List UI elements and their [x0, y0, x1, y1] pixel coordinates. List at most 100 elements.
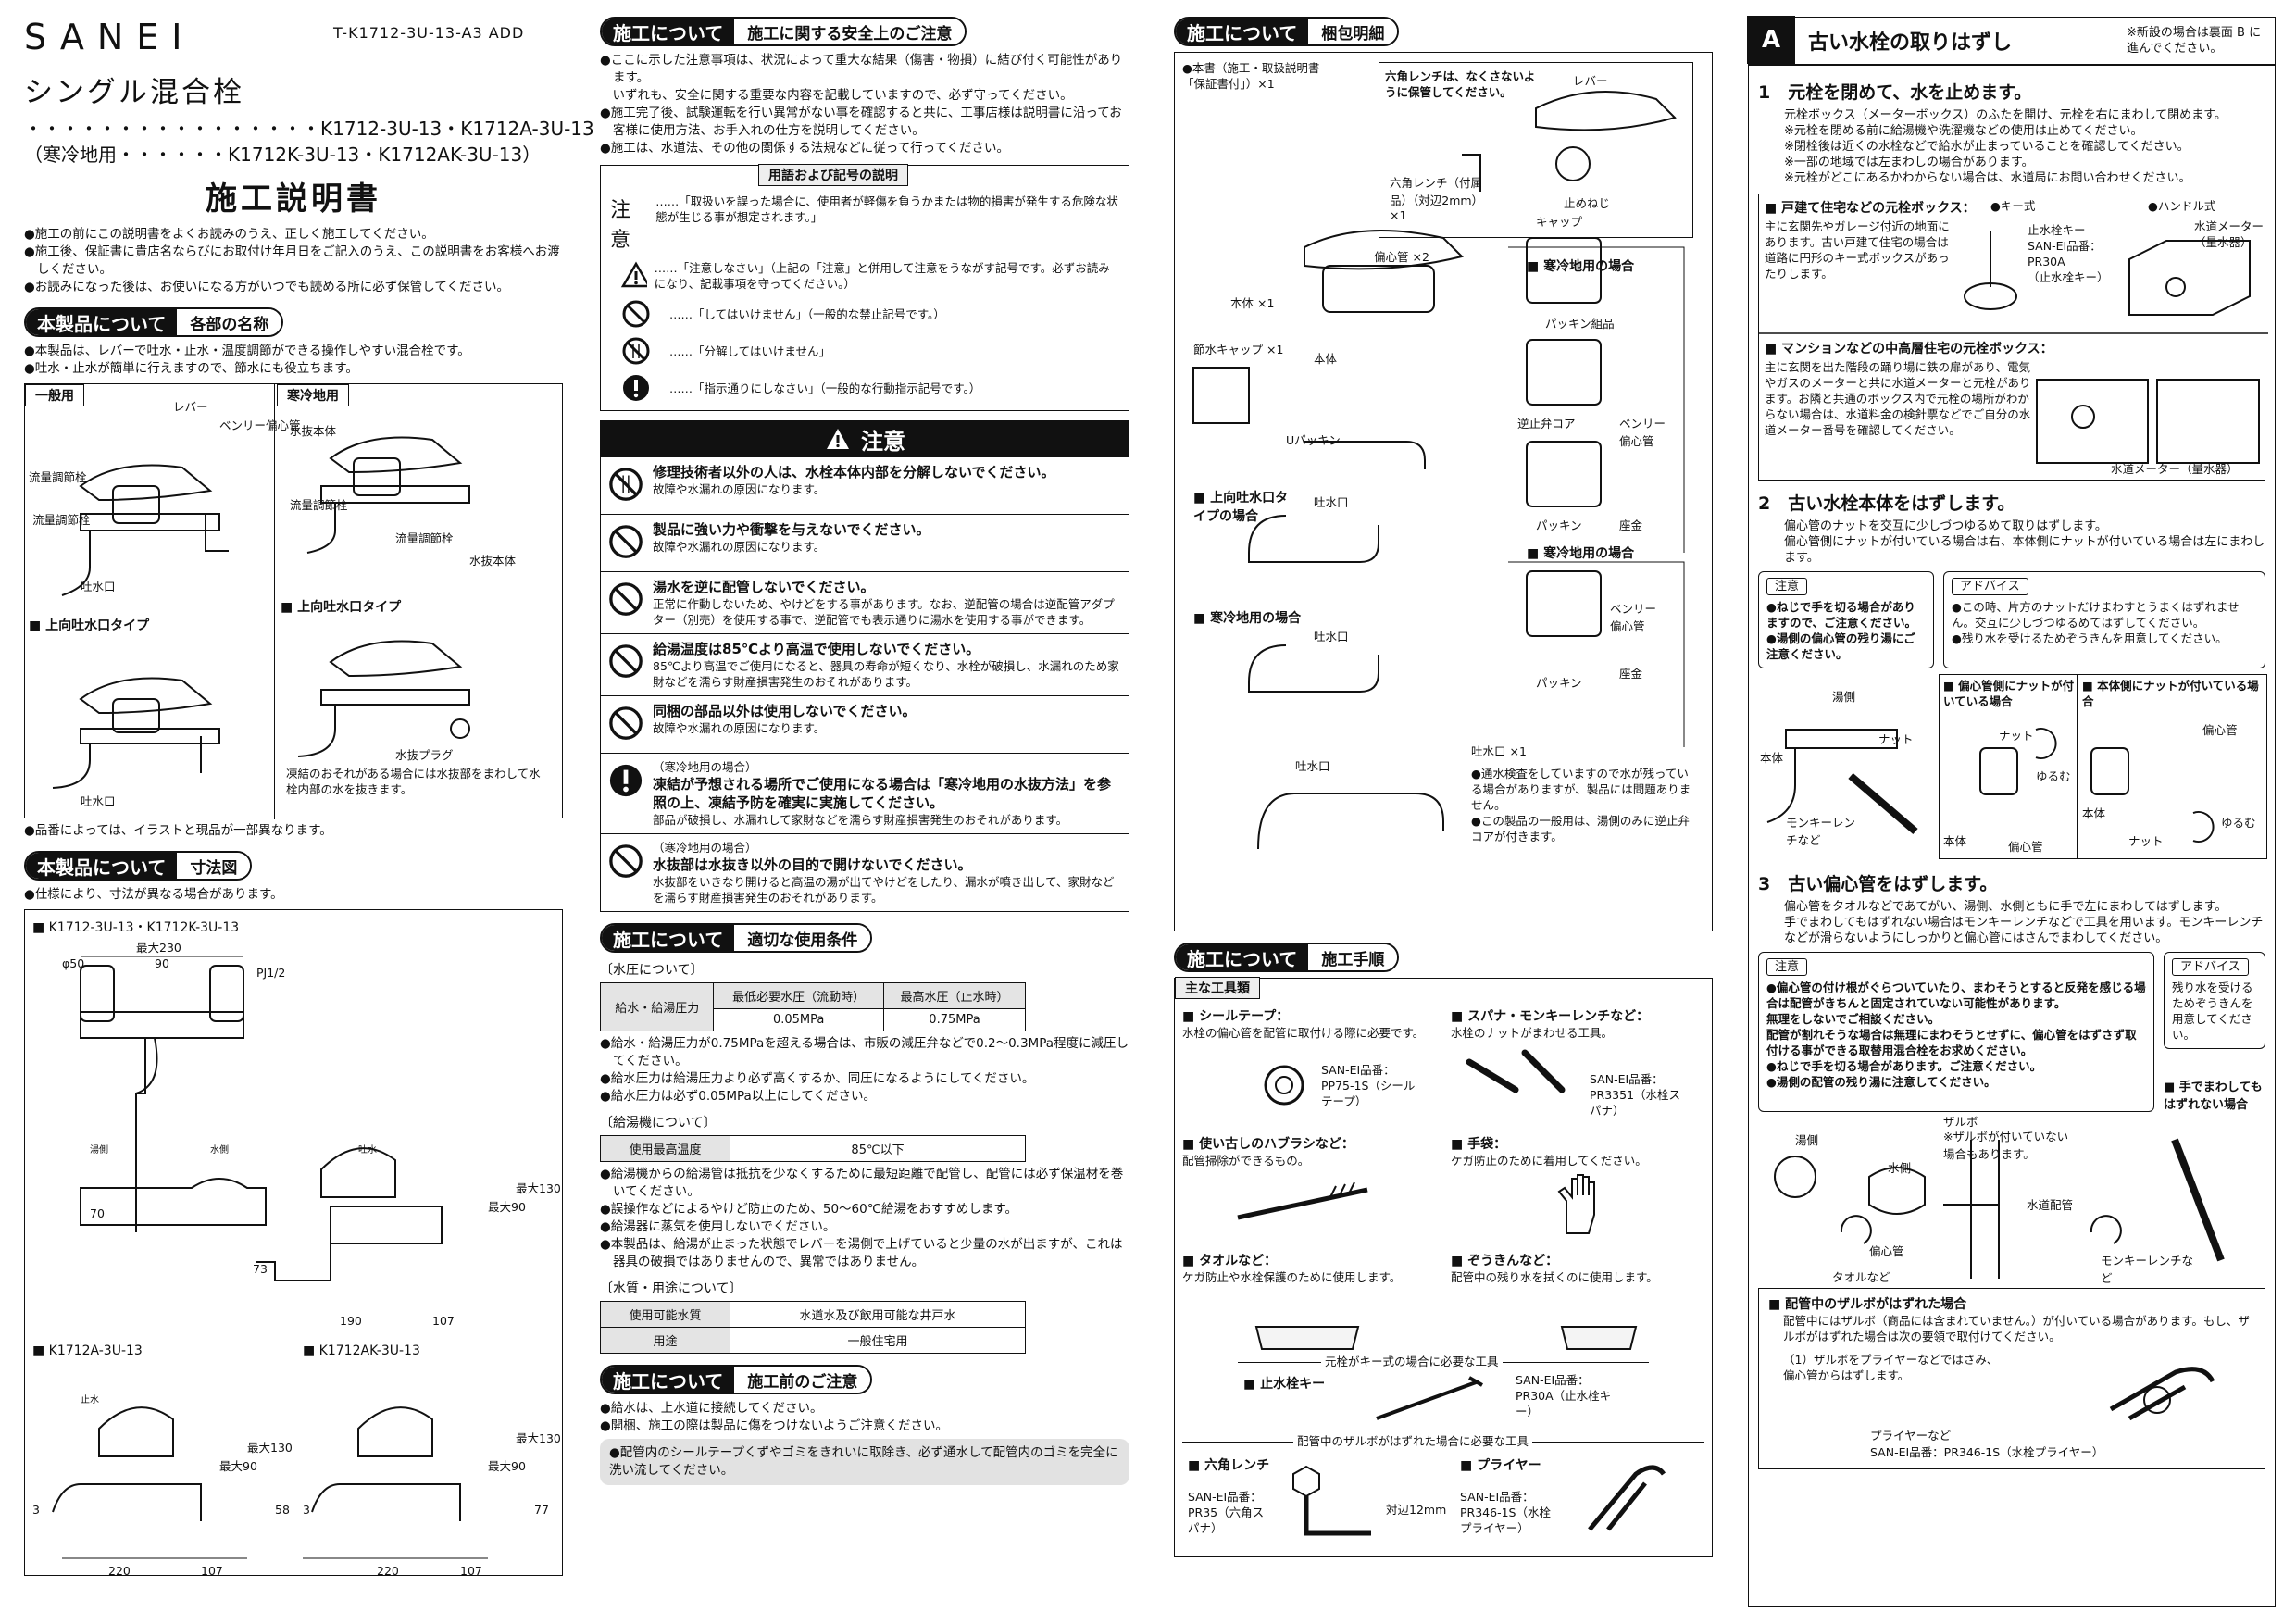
- prework-highlight: ●配管内のシールテープくずやゴミをきれいに取除き、必ず通水して配管内のゴミを完全…: [600, 1439, 1129, 1485]
- section-header-dimensions: 本製品について 寸法図: [24, 851, 253, 881]
- glove-icon: [1557, 1174, 1595, 1234]
- section-header-prework: 施工について 施工前のご注意: [600, 1365, 873, 1394]
- section-header-packing: 施工について 梱包明細: [1174, 17, 1400, 46]
- models-line-1: ・・・・・・・・・・・・・・・・K1712-3U-13・K1712A-3U-13: [24, 118, 594, 140]
- step-1-text: 元栓ボックス（メーターボックス）のふたを開け、元栓を右にまわして閉めます。 ※元…: [1784, 108, 2227, 185]
- caution-row: 湯水を逆に配管しないでください。正常に作動しないため、やけどをする事があります。…: [601, 571, 1129, 633]
- heater-notes: ●給湯機からの給湯管は抵抗を少なくするために最短距離で配管し、配管には必ず保温材…: [600, 1167, 1124, 1269]
- dimension-note: ●仕様により、寸法が異なる場合があります。: [24, 887, 283, 902]
- parts-note: ●品番によっては、イラストと現品が一部異なります。: [24, 823, 332, 838]
- tool-item: ■ ぞうきんなど： 配管中の残り水を拭くのに使用します。: [1451, 1251, 1704, 1362]
- intro-note: ●施工後、保証書に貴店名ならびにお取付け年月日をご記入のうえ、この説明書をお客様…: [24, 244, 560, 277]
- safety-bullets: ●ここに示した注意事項は、状況によって重大な結果（傷害・物損）に結び付く可能性が…: [600, 53, 1123, 156]
- prework-bullets: ●給水は、上水道に接続してください。 ●開梱、施工の際は製品に傷をつけないようご…: [600, 1401, 949, 1433]
- caution-header: 注意: [601, 421, 1129, 456]
- step-1-title: 1 元栓を閉めて、水を止めます。: [1758, 82, 2032, 103]
- legend-row: 注意 ……「取扱いを誤った場合に、使用者が軽傷を負うかまたは物的損害が発生する危…: [610, 194, 1118, 252]
- removal-header: A 古い水栓の取りはずし ※新設の場合は裏面 B に進んでください。: [1747, 16, 2275, 66]
- caution-row: （寒冷地用の場合）水抜部は水抜き以外の目的で開けないでください。水抜部をいきなり…: [601, 833, 1129, 911]
- section-letter: A: [1747, 16, 1795, 64]
- removal-title: 古い水栓の取りはずし: [1808, 31, 2013, 55]
- prohibited-icon: [609, 644, 643, 678]
- section-header-conditions: 施工について 適切な使用条件: [600, 923, 873, 953]
- instruction-icon: [609, 764, 643, 797]
- valve-box-figure: ■ 戸建て住宅などの元栓ボックス： 主に玄関先やガレージ付近の地面にあります。古…: [1758, 194, 2268, 481]
- legend-row: ……「指示通りにしなさい」（一般的な行動指示記号です。）: [610, 373, 1119, 403]
- step-2-title: 2 古い水栓本体をはずします。: [1758, 493, 2015, 514]
- step-2-figure: ■ 偏心管側にナットが付いている場合 ■ 本体側にナットが付いている場合 湯側 …: [1758, 674, 2267, 859]
- caution-row: 製品に強い力や衝撃を与えないでください。故障や水漏れの原因になります。: [601, 514, 1129, 571]
- parts-bullets: ●本製品は、レバーで吐水・止水・温度調節ができる操作しやすい混合栓です。 ●吐水…: [24, 344, 470, 376]
- product-name: シングル混合栓: [24, 76, 244, 109]
- parts-figure: 一般用 寒冷地用: [24, 383, 563, 819]
- tools-box: 主な工具類 ■ シールテープ： 水栓の偏心管を配管に取付ける際に必要です。 SA…: [1174, 977, 1713, 1557]
- caution-row: （寒冷地用の場合）凍結が予想される場所でご使用になる場合は「寒冷地用の水抜方法」…: [601, 753, 1129, 833]
- pliers-icon: [1588, 1465, 1666, 1531]
- legend-row: ……「分解してはいけません」: [610, 336, 1119, 366]
- caution-row: 給湯温度は85℃より高温で使用しないでください。85℃より高温でご使用になると、…: [601, 633, 1129, 695]
- column-4: A 古い水栓の取りはずし ※新設の場合は裏面 B に進んでください。 1 元栓を…: [1747, 16, 2276, 1607]
- step-3-illustrations: [1774, 1138, 2225, 1279]
- caution-row: 同梱の部品以外は使用しないでください。故障や水漏れの原因になります。: [601, 695, 1129, 753]
- key-tool-group: 元栓がキー式の場合に必要な工具 ■ 止水栓キー SAN-EI品番：PR30A（止…: [1238, 1354, 1649, 1442]
- no-disassemble-icon: [622, 337, 650, 365]
- section-header-procedure: 施工について 施工手順: [1174, 943, 1400, 972]
- shutoff-key-icon: [1376, 1376, 1483, 1420]
- zarubo-box: ■ 配管中のザルボがはずれた場合 配管中にはザルボ（商品には含まれていません。）…: [1758, 1288, 2265, 1469]
- tools-tag: 主な工具類: [1175, 977, 1260, 999]
- advice-box: アドバイス ●この時、片方のナットだけまわすとうまくはずれません。交互に少しづつ…: [1943, 571, 2265, 668]
- instruction-icon: [623, 375, 649, 401]
- legend-row: ……「してはいけません」（一般的な禁止記号です。）: [610, 299, 1119, 329]
- faucet-illustrations: [52, 436, 470, 789]
- intro-note: ●お読みになった後は、お使いになる方がいつでも読める所に必ず保管してください。: [24, 280, 509, 294]
- quality-table: 使用可能水質水道水及び飲用可能な井戸水 用途一般住宅用: [600, 1301, 1026, 1354]
- step-3-figure: 湯側 ザルボ ※ザルボが付いていない場合もあります。 水側 水道配管 偏心管 タ…: [1758, 1112, 2265, 1288]
- models-line-2: （寒冷地用・・・・・・K1712K-3U-13・K1712AK-3U-13）: [24, 144, 542, 166]
- removal-section: A 古い水栓の取りはずし ※新設の場合は裏面 B に進んでください。 1 元栓を…: [1747, 16, 2276, 1607]
- caution-table: 注意 修理技術者以外の人は、水栓本体内部を分解しないでください。故障や水漏れの原…: [600, 420, 1129, 912]
- document-id: T-K1712-3U-13-A3 ADD: [333, 24, 525, 42]
- tool-item: ■ シールテープ： 水栓の偏心管を配管に取付ける際に必要です。 SAN-EI品番…: [1182, 1009, 1425, 1108]
- prohibited-icon: [609, 706, 643, 740]
- prohibited-icon: [609, 844, 643, 878]
- intro-note: ●施工の前にこの説明書をよくお読みのうえ、正しく施工してください。: [24, 227, 434, 242]
- caution-row: 修理技術者以外の人は、水栓本体内部を分解しないでください。故障や水漏れの原因にな…: [601, 456, 1129, 514]
- pressure-notes: ●給水・給湯圧力が0.75MPaを超える場合は、市販の減圧弁などで0.2〜0.3…: [600, 1036, 1129, 1104]
- no-disassemble-icon: [609, 468, 643, 501]
- brand-logo: SANEI: [24, 17, 195, 57]
- valve-box-illustrations: [1759, 231, 2268, 464]
- column-2: 施工について 施工に関する安全上のご注意 ●ここに示した注意事項は、状況によって…: [599, 17, 1129, 1607]
- pliers-icon: [2109, 1367, 2215, 1421]
- toothbrush-icon: [1237, 1181, 1368, 1220]
- hex-wrench-icon: [1292, 1465, 1371, 1536]
- warning-triangle-icon: [827, 429, 849, 449]
- caution-box: 注意 ●ねじで手を切る場合がありますので、ご注意ください。 ●湯側の偏心管の残り…: [1758, 571, 1934, 668]
- legend-title: 用語および記号の説明: [758, 164, 908, 186]
- step-3-text: 偏心管をタオルなどであてがい、湯側、水側ともに手で左にまわしてはずします。 手で…: [1784, 900, 2264, 945]
- warning-triangle-icon: [620, 261, 647, 288]
- wrench-icon: [1466, 1049, 1566, 1093]
- prohibited-icon: [609, 525, 643, 558]
- legend-row: ……「注意しなさい」（上記の「注意」と併用して注意をうながす記号です。必ずお読み…: [610, 260, 1119, 292]
- prohibited-icon: [609, 582, 643, 616]
- intro-notes: ●施工の前にこの説明書をよくお読みのうえ、正しく施工してください。 ●施工後、保…: [24, 226, 563, 296]
- packing-illustrations: [1192, 91, 1685, 850]
- zarubo-tool-group: 配管中のザルボがはずれた場合に必要な工具 ■ 六角レンチ SAN-EI品番：PR…: [1182, 1433, 1704, 1553]
- caution-box: 注意 ●偏心管の付け根がぐらついていたり、まわそうとすると反発を感じる場合は配管…: [1758, 952, 2154, 1112]
- step-2-illustrations: [1766, 728, 2215, 843]
- packing-notes: ●通水検査をしていますので水が残っている場合がありますが、製品には問題ありません…: [1471, 767, 1691, 843]
- manual-title: 施工説明書: [206, 181, 381, 218]
- cold-label: 寒冷地用: [277, 384, 349, 406]
- rag-icon: [1560, 1326, 1638, 1350]
- dimension-figure: ■ K1712-3U-13・K1712K-3U-13 ■ K1712A-3U-1…: [24, 909, 563, 1578]
- advice-box: アドバイス 残り水を受けるためぞうきんを用意してください。: [2164, 952, 2265, 1049]
- pressure-table: 給水・給湯圧力 最低必要水圧（流動時） 最高水圧（止水時） 0.05MPa 0.…: [599, 982, 1027, 1031]
- dimension-drawings: [52, 956, 488, 1559]
- tools-grid: ■ シールテープ： 水栓の偏心管を配管に取付ける際に必要です。 SAN-EI品番…: [1182, 1006, 1704, 1362]
- packing-figure: ●本書（施工・取扱説明書「保証書付」）×1 六角レンチは、なくさないように保管し…: [1174, 52, 1713, 931]
- column-3: 施工について 梱包明細 ●本書（施工・取扱説明書「保証書付」）×1 六角レンチは…: [1174, 17, 1713, 1607]
- section-header-safety: 施工について 施工に関する安全上のご注意: [600, 17, 967, 46]
- towel-icon: [1254, 1326, 1360, 1350]
